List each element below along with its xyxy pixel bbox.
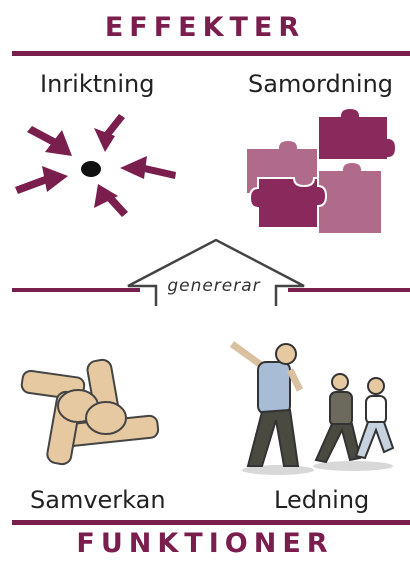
up-arrow-outline-icon [127,238,305,306]
middle-divider-left [12,288,140,292]
effect-label-inriktning: Inriktning [40,70,155,98]
function-label-ledning: Ledning [274,486,370,514]
effect-label-samordning: Samordning [248,70,394,98]
effects-heading: EFFEKTER [104,12,306,43]
middle-divider-right [288,288,410,292]
joined-hands-icon [20,358,160,466]
function-label-samverkan: Samverkan [30,486,166,514]
generates-label: genererar [167,276,261,296]
functions-heading: FUNKTIONER [76,528,334,559]
converging-arrows-icon [15,114,176,217]
leader-pointing-people-icon [229,341,395,475]
puzzle-pieces-icon [245,106,398,235]
bottom-divider [12,520,410,525]
top-divider [12,51,410,56]
